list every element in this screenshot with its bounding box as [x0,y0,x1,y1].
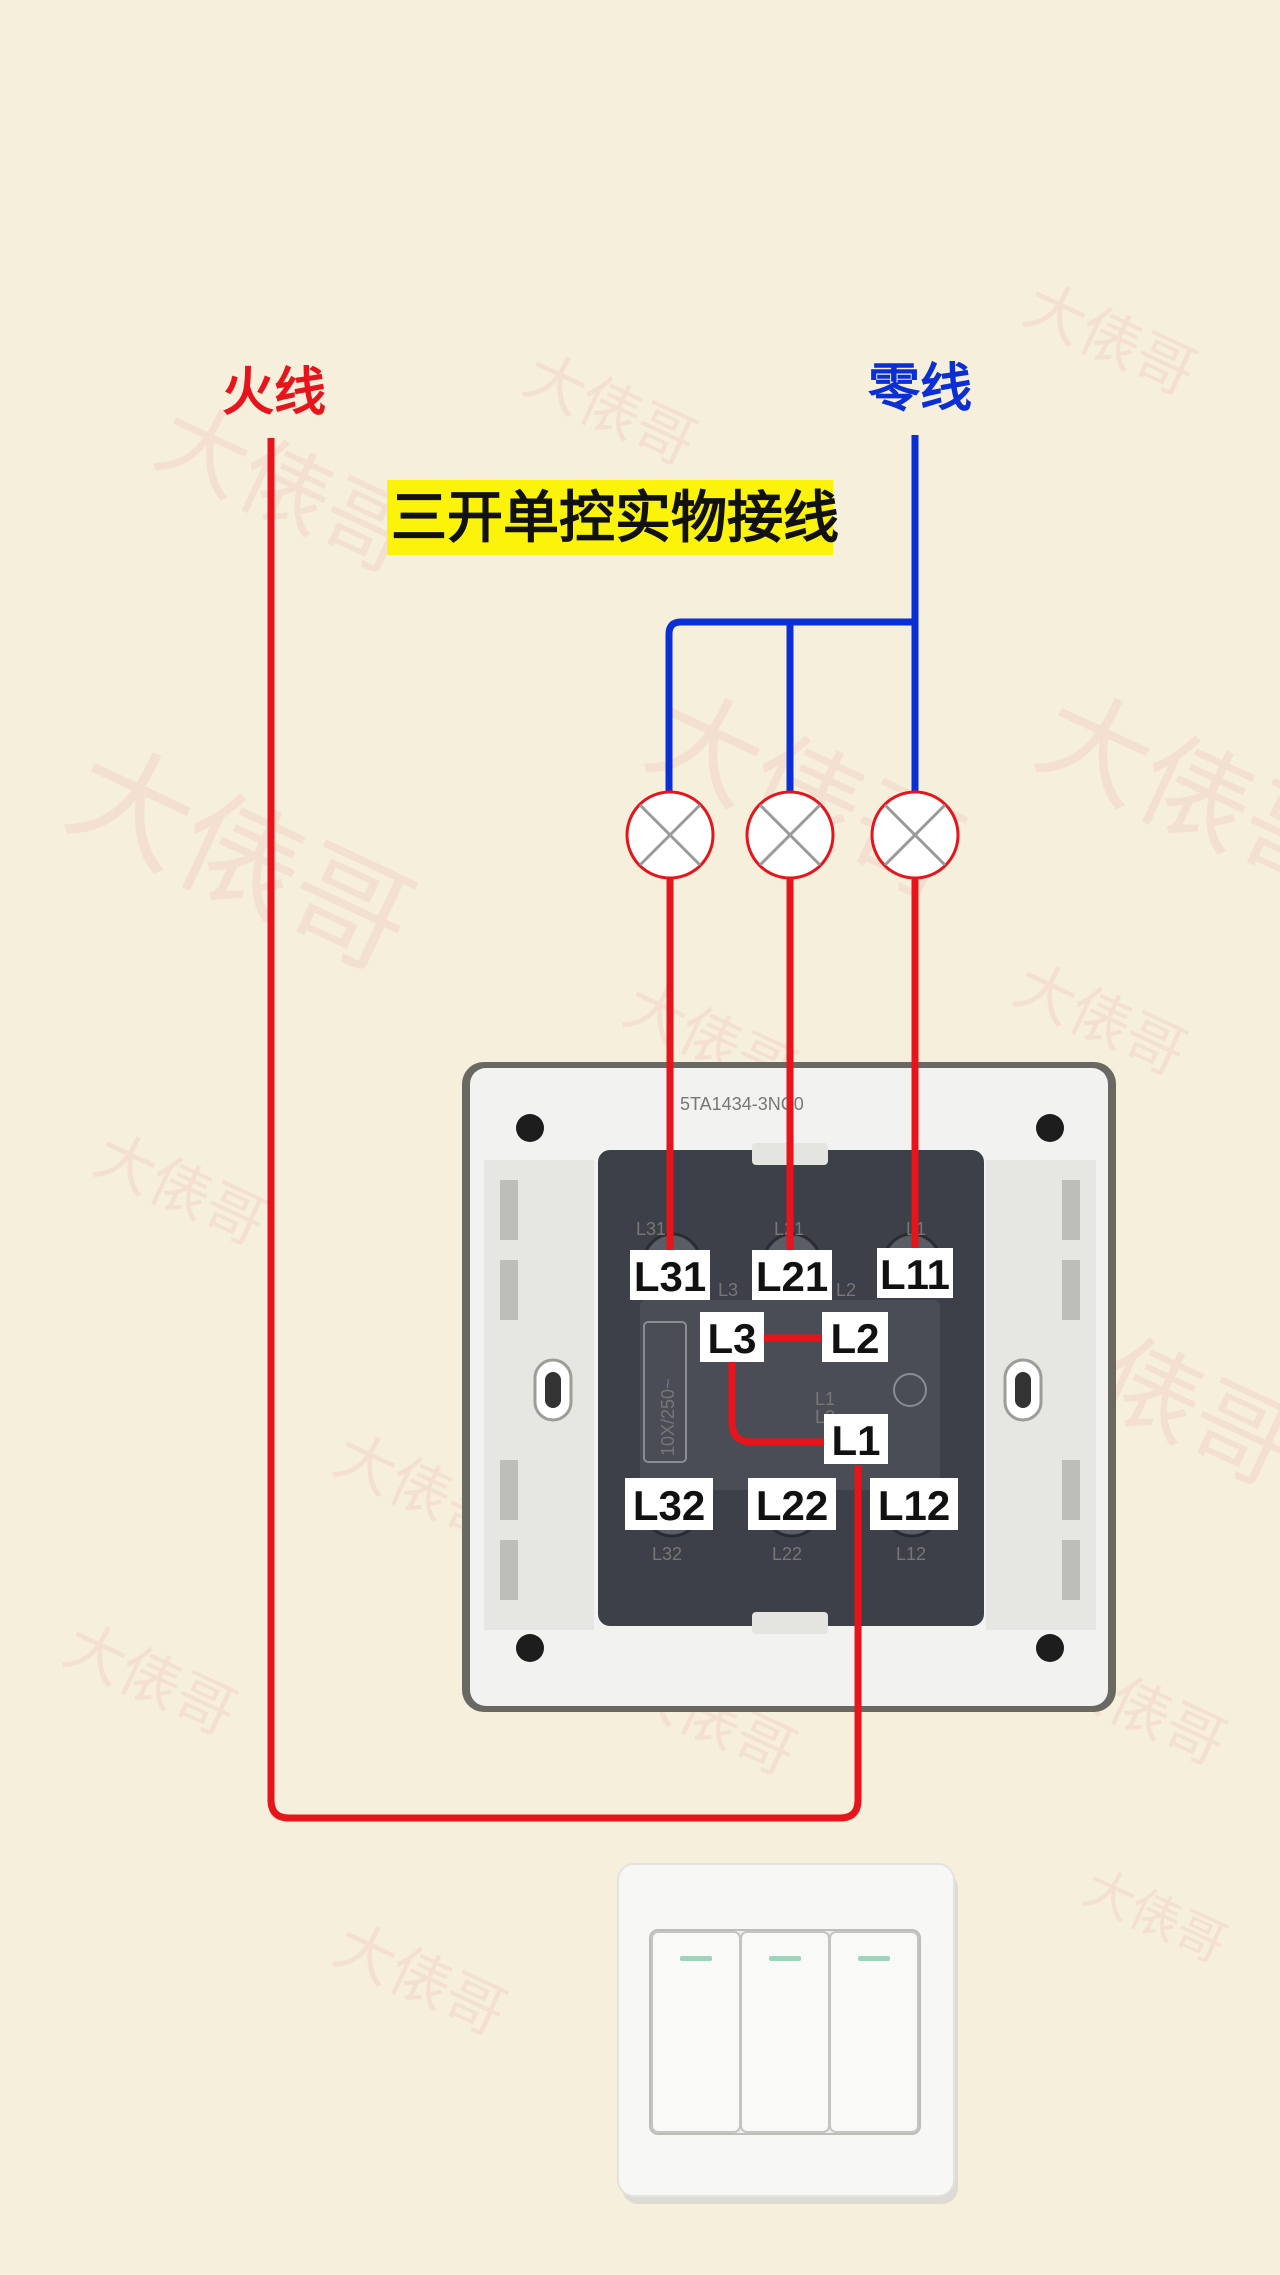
left-screw-hole [545,1372,561,1408]
indicator-left [680,1956,712,1961]
indicator-middle [769,1956,801,1961]
watermark: 大俵哥 [84,1120,277,1260]
terminal-L11-box [877,1248,953,1298]
print-l31: L31 [636,1219,666,1239]
indicator-right [858,1956,890,1961]
diagram-title: 三开单控实物接线 [391,486,839,551]
terminal-L1-box [824,1414,888,1464]
terminal-L21: L21 [756,1253,828,1300]
print-l12: L12 [896,1544,926,1564]
lamp-icon [870,790,960,880]
terminal-L2: L2 [830,1315,879,1362]
terminal-L11: L11 [880,1251,950,1298]
terminal-labels: L31 L21 L11 L3 L2 L1 L32 L22 L12 [625,1248,958,1530]
rocker-right [829,1931,919,2133]
title-highlight [387,480,833,555]
terminal-L21-box [752,1250,832,1300]
watermark: 大俵哥 [324,1910,517,2050]
terminal-L3-box [700,1312,764,1362]
corner-hole [516,1634,544,1662]
live-wire-label: 火线 [222,363,326,423]
terminal-L12-box [870,1478,958,1530]
print-l22: L22 [772,1544,802,1564]
terminal-L3: L3 [707,1315,756,1362]
neutral-branch-1 [665,618,915,795]
neutral-wire-label: 零线 [868,359,972,419]
print-l32: L32 [652,1544,682,1564]
corner-hole [1036,1634,1064,1662]
watermark: 大俵哥 [514,340,707,480]
model-number: 5TA1434-3NC0 [680,1094,804,1114]
terminal-L12: L12 [878,1482,950,1529]
print-l3: L3 [718,1280,738,1300]
print-l2: L2 [836,1280,856,1300]
watermark: 大俵哥 [54,1610,247,1750]
rocker-middle [740,1931,830,2133]
neutral-wires [665,435,919,795]
corner-hole [516,1114,544,1142]
rating-text: 10X/250~ [658,1378,678,1456]
bracket-slots [500,1180,1080,1600]
terminal-L22-box [748,1478,836,1530]
terminal-L2-box [822,1312,888,1362]
lamps [625,790,960,880]
ccc-mark-icon [893,1373,927,1407]
switch-front [617,1863,958,2204]
right-screw-hole [1015,1372,1031,1408]
watermark: 大俵哥 [1019,668,1280,923]
lamp-icon [745,790,835,880]
terminal-L31: L31 [634,1253,706,1300]
terminal-L1: L1 [831,1417,880,1464]
watermark: 大俵哥 [48,720,433,998]
watermark: 大俵哥 [1075,1858,1235,1974]
terminal-L32-box [625,1478,713,1530]
rating-box [643,1321,687,1463]
bottom-clip [752,1612,828,1634]
legend-l1: L1 [815,1389,835,1409]
lamp-icon [625,790,715,880]
live-wires [267,438,919,1822]
terminal-L31-box [630,1250,710,1300]
rocker-left [651,1931,741,2133]
terminal-L22: L22 [756,1482,828,1529]
jumper-L3-L1 [728,1362,828,1446]
terminal-L32: L32 [633,1482,705,1529]
live-main [267,438,862,1822]
corner-hole [1036,1114,1064,1142]
watermark: 大俵哥 [1014,270,1207,410]
